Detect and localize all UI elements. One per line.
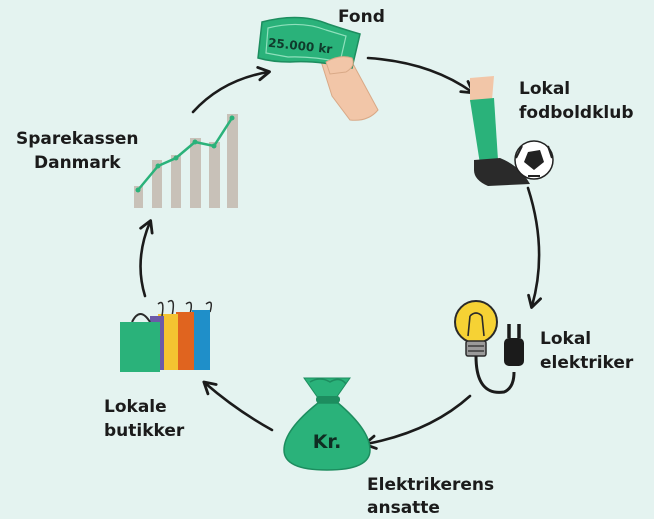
label-butikker-line-2: butikker xyxy=(104,421,185,441)
arrow-ansatte-to-butikker xyxy=(202,380,274,432)
label-sparekassen-line-1: Sparekassen xyxy=(16,129,138,149)
growth-chart-icon xyxy=(134,114,238,208)
arrow-butikker-to-sparekassen xyxy=(139,219,154,298)
arrow-fond-to-fodboldklub xyxy=(366,56,475,95)
label-elektriker-line-1: Lokal xyxy=(540,329,591,349)
label-ansatte-line-1: Elektrikerens xyxy=(367,475,494,495)
label-fodboldklub: Lokal fodboldklub xyxy=(519,79,634,123)
label-sparekassen: Sparekassen Danmark xyxy=(16,129,144,173)
lightbulb-plug-icon xyxy=(454,300,524,394)
banknote-hand-icon: 25.000 kr xyxy=(257,16,379,121)
arrow-sparekassen-to-fond xyxy=(191,66,271,114)
label-fodboldklub-line-2: fodboldklub xyxy=(519,103,634,123)
label-fond: Fond xyxy=(338,7,385,27)
football-boot-icon xyxy=(470,76,554,186)
shopping-bags-icon xyxy=(120,299,213,372)
label-ansatte-line-2: ansatte xyxy=(367,498,440,518)
money-bag-label: Kr. xyxy=(313,431,342,453)
cycle-arrows xyxy=(139,56,542,450)
label-ansatte: Elektrikerens ansatte xyxy=(367,475,500,518)
money-bag-icon: Kr. xyxy=(283,377,371,471)
label-elektriker: Lokal elektriker xyxy=(540,329,634,373)
label-fodboldklub-line-1: Lokal xyxy=(519,79,570,99)
label-butikker: Lokale butikker xyxy=(104,397,185,441)
label-elektriker-line-2: elektriker xyxy=(540,353,634,373)
label-sparekassen-line-2: Danmark xyxy=(34,153,121,173)
arrow-elektriker-to-ansatte xyxy=(363,394,472,450)
arrow-fodboldklub-to-elektriker xyxy=(526,186,542,309)
label-fond-line-1: Fond xyxy=(338,7,385,27)
banknote-amount: 25.000 kr xyxy=(267,36,333,57)
label-butikker-line-1: Lokale xyxy=(104,397,167,417)
